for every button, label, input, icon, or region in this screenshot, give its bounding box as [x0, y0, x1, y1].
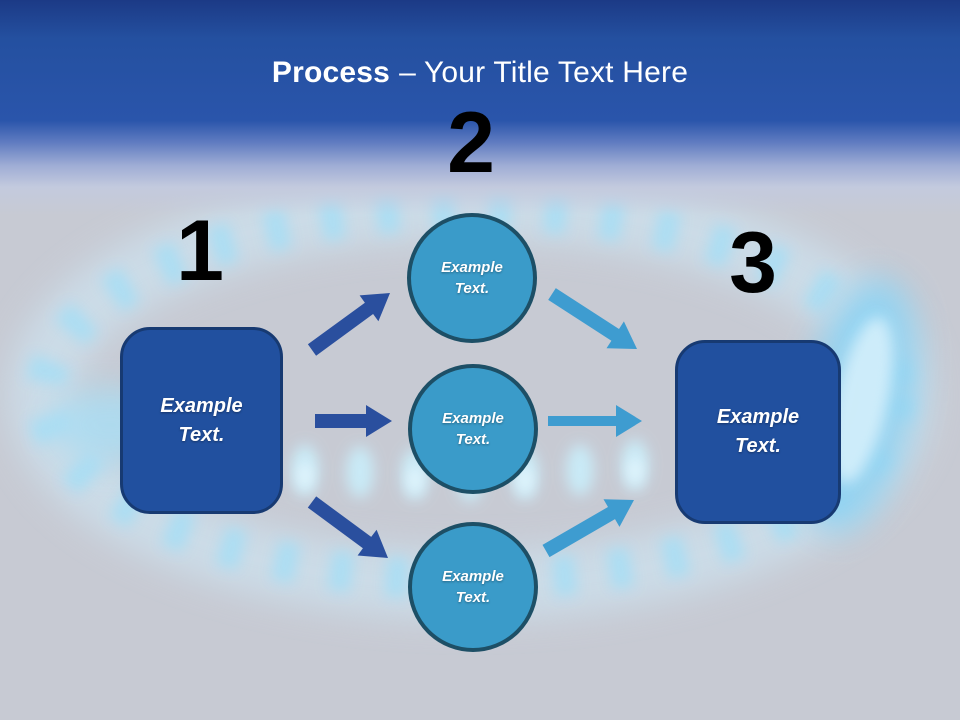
step-number-2: 2: [447, 95, 495, 191]
arrow-light-middle: [548, 405, 642, 437]
step3-box: Example Text.: [675, 340, 841, 524]
step1-label: Example Text.: [160, 394, 243, 446]
arrow-light-top: [548, 288, 637, 349]
arrow-light-bottom: [542, 499, 634, 558]
step2-circle-top: Example Text.: [407, 213, 537, 343]
step-number-3: 3: [729, 215, 777, 311]
step1-box: Example Text.: [120, 327, 283, 514]
arrow-dark-top: [307, 293, 390, 356]
slide-title: Process– Your Title Text Here: [0, 0, 960, 90]
step2-circle-middle-label: Example Text.: [442, 410, 504, 448]
step2-circle-middle: Example Text.: [408, 364, 538, 494]
step2-circle-top-label: Example Text.: [441, 259, 503, 297]
title-banner: Process– Your Title Text Here: [0, 0, 960, 215]
step3-label: Example Text.: [716, 406, 800, 457]
title-keyword: Process: [271, 56, 391, 89]
step2-circle-bottom: Example Text.: [408, 522, 538, 652]
arrow-dark-middle: [315, 405, 392, 437]
title-subtitle: – Your Title Text Here: [399, 56, 689, 89]
step-number-1: 1: [176, 203, 224, 299]
step2-circle-bottom-label: Example Text.: [442, 568, 504, 606]
arrow-dark-bottom: [307, 496, 388, 558]
